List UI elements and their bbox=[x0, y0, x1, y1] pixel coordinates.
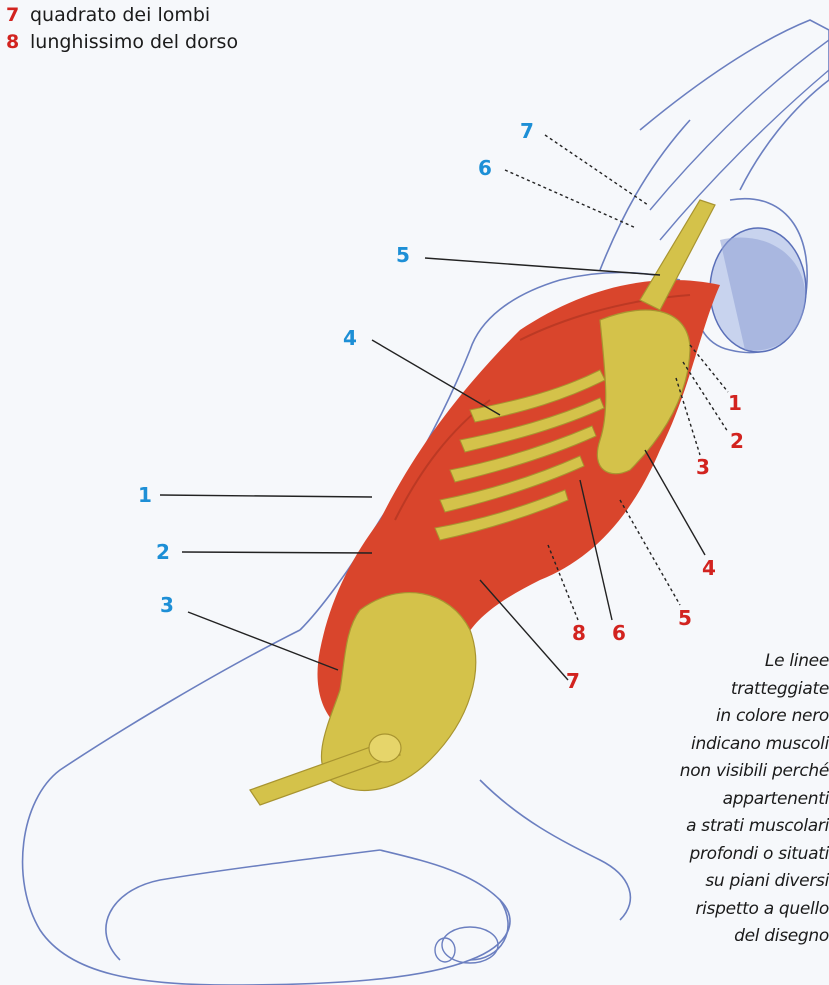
note-line: profondi o situati bbox=[614, 841, 829, 869]
note-line: tratteggiate bbox=[614, 676, 829, 704]
note-line: su piani diversi bbox=[614, 868, 829, 896]
label-1: 1 bbox=[138, 483, 152, 507]
label-3: 3 bbox=[696, 455, 710, 479]
label-6: 6 bbox=[612, 621, 626, 645]
note-line: a strati muscolari bbox=[614, 813, 829, 841]
label-8: 8 bbox=[572, 621, 586, 645]
note-line: indicano muscoli bbox=[614, 731, 829, 759]
note-line: non visibili perché bbox=[614, 758, 829, 786]
note-line: rispetto a quello bbox=[614, 896, 829, 924]
label-3: 3 bbox=[160, 593, 174, 617]
note-line: in colore nero bbox=[614, 703, 829, 731]
dashed-lines-note: Le linee tratteggiate in colore nero ind… bbox=[614, 648, 829, 951]
label-7: 7 bbox=[566, 669, 580, 693]
label-5: 5 bbox=[396, 243, 410, 267]
note-line: del disegno bbox=[614, 923, 829, 951]
label-1: 1 bbox=[728, 391, 742, 415]
label-2: 2 bbox=[730, 429, 744, 453]
pelvis bbox=[250, 593, 476, 805]
label-7: 7 bbox=[520, 119, 534, 143]
label-4: 4 bbox=[343, 326, 357, 350]
label-6: 6 bbox=[478, 156, 492, 180]
foot bbox=[435, 927, 498, 963]
label-4: 4 bbox=[702, 556, 716, 580]
head bbox=[710, 228, 806, 352]
label-5: 5 bbox=[678, 606, 692, 630]
arm bbox=[650, 40, 829, 240]
note-line: Le linee bbox=[614, 648, 829, 676]
label-2: 2 bbox=[156, 540, 170, 564]
note-line: appartenenti bbox=[614, 786, 829, 814]
